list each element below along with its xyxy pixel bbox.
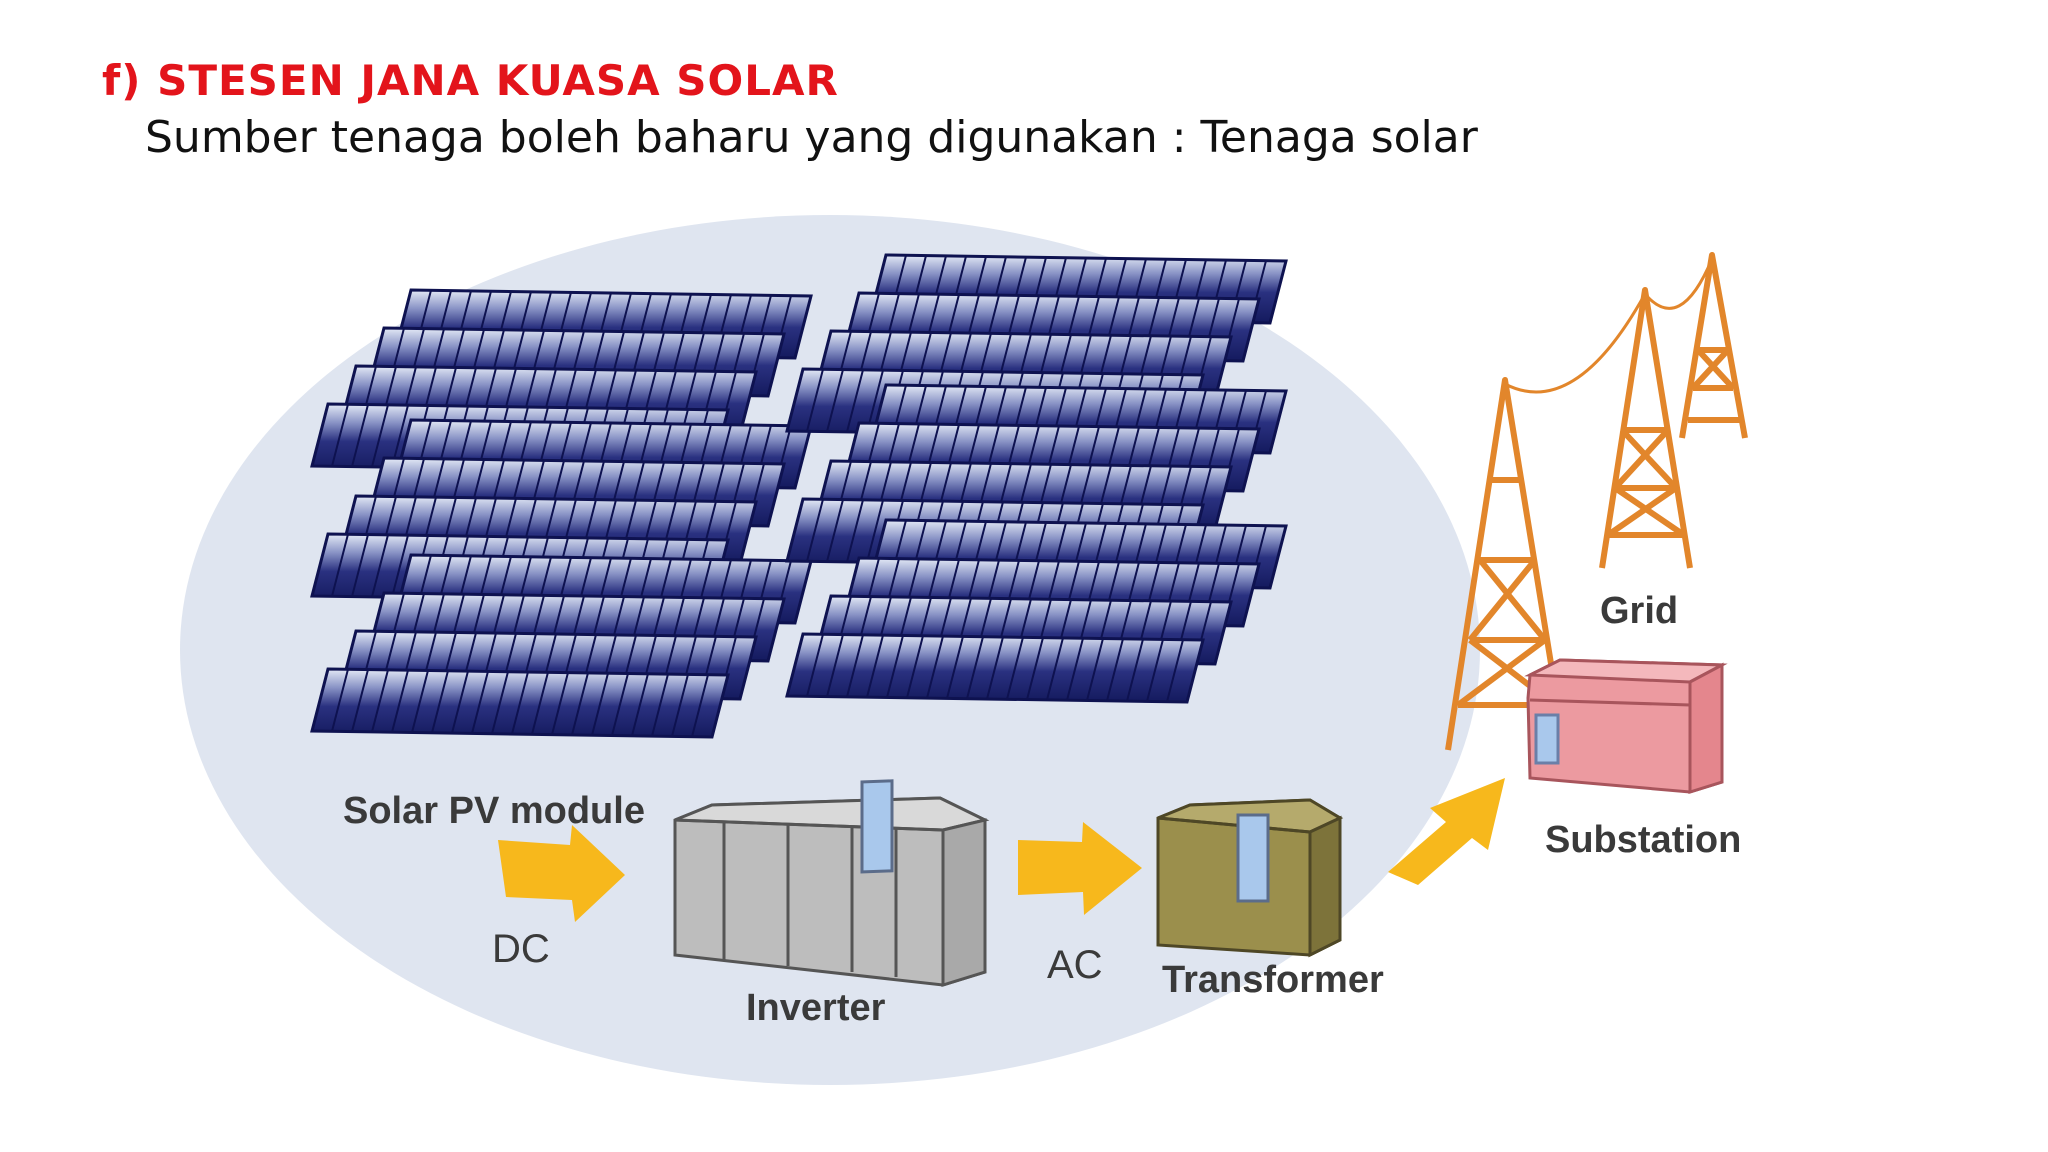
inverter-label: Inverter: [746, 987, 886, 1029]
ac-arrow-icon: [1018, 822, 1142, 915]
grid-tower-far-icon: [1679, 252, 1748, 439]
solar-module-label: Solar PV module: [343, 790, 645, 832]
grid-tower-icon: [1599, 287, 1693, 569]
solar-panel-row: [310, 667, 730, 739]
slide-subtitle: Sumber tenaga boleh baharu yang digunaka…: [145, 112, 1478, 163]
solar-panel-row: [785, 632, 1205, 704]
ac-label: AC: [1047, 943, 1103, 987]
transformer-icon: [1156, 798, 1344, 958]
substation-arrow-icon: [1388, 778, 1505, 885]
substation-icon: [1524, 658, 1728, 795]
dc-arrow-icon: [498, 825, 625, 922]
inverter-icon: [673, 779, 990, 988]
substation-label: Substation: [1545, 819, 1741, 861]
grid-label: Grid: [1600, 590, 1678, 632]
slide-title: f) STESEN JANA KUASA SOLAR: [102, 56, 839, 105]
transformer-label: Transformer: [1162, 959, 1384, 1001]
transmission-tower-icon: [1445, 377, 1568, 751]
power-lines: [1504, 258, 1714, 394]
dc-label: DC: [492, 927, 550, 971]
solar-pv-array: [310, 253, 1288, 739]
